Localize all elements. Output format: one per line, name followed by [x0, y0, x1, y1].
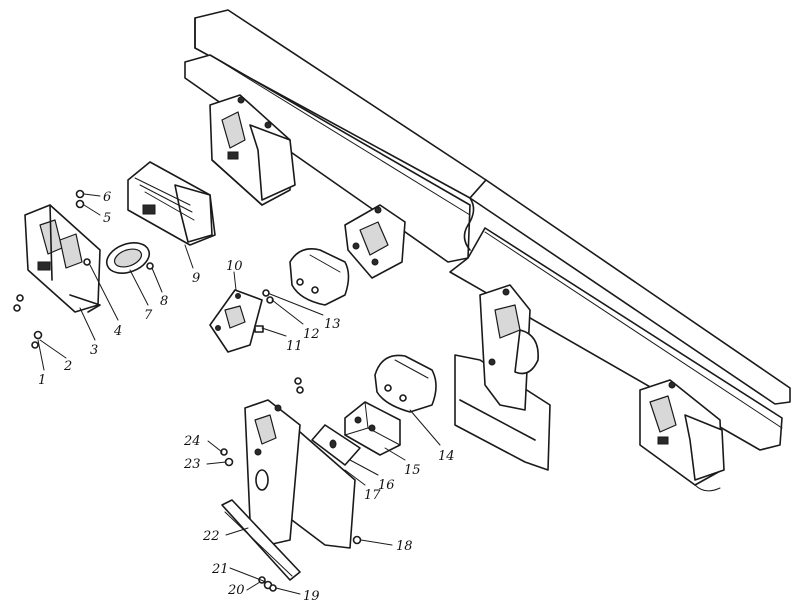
- callout-14: 14: [438, 449, 455, 464]
- callout-19: 19: [303, 589, 320, 604]
- callout-24: 24: [183, 434, 201, 449]
- part-15-lens: [344, 401, 401, 456]
- part-13-lamp: [289, 248, 350, 306]
- callout-13: 13: [324, 317, 341, 332]
- callout-16: 16: [378, 478, 395, 493]
- callout-3: 3: [90, 343, 98, 358]
- mounted-plate-bracket-right: [454, 284, 551, 471]
- callout-18: 18: [396, 539, 413, 554]
- callout-1: 1: [38, 373, 46, 388]
- part-3-housing: [24, 204, 101, 313]
- callout-12: 12: [303, 327, 320, 342]
- callout-7: 7: [144, 308, 153, 323]
- fasteners-middle: [254, 289, 304, 394]
- part-10-bracket: [209, 289, 263, 353]
- part-22-plate-bracket: [221, 399, 356, 581]
- part-14-lamp: [374, 354, 437, 413]
- part-9-lamp: [127, 161, 216, 246]
- mounted-lamp-right: [639, 379, 725, 492]
- callout-4: 4: [113, 324, 122, 339]
- part-16-plate: [311, 424, 361, 466]
- callout-15: 15: [404, 463, 421, 478]
- callout-22: 22: [202, 529, 220, 544]
- callout-20: 20: [227, 583, 245, 598]
- frame-crossmember: [184, 9, 791, 451]
- callout-labels: 1 2 3 4 5 6 7 8 9 10 11 12 13 14 15 16 1…: [38, 190, 455, 604]
- part-7-gasket: [105, 242, 151, 274]
- callout-5: 5: [103, 211, 111, 226]
- callout-17: 17: [364, 488, 381, 503]
- callout-11: 11: [286, 339, 303, 354]
- callout-23: 23: [183, 457, 201, 472]
- mounted-lamp-left: [209, 94, 296, 206]
- callout-2: 2: [63, 359, 72, 374]
- callout-21: 21: [211, 562, 229, 577]
- callout-9: 9: [192, 271, 200, 286]
- callout-10: 10: [226, 259, 243, 274]
- callout-6: 6: [103, 190, 111, 205]
- callout-8: 8: [160, 294, 168, 309]
- leader-lines: [37, 193, 441, 595]
- mounted-bracket-middle: [344, 204, 406, 279]
- fasteners-upper-left: [13, 189, 154, 349]
